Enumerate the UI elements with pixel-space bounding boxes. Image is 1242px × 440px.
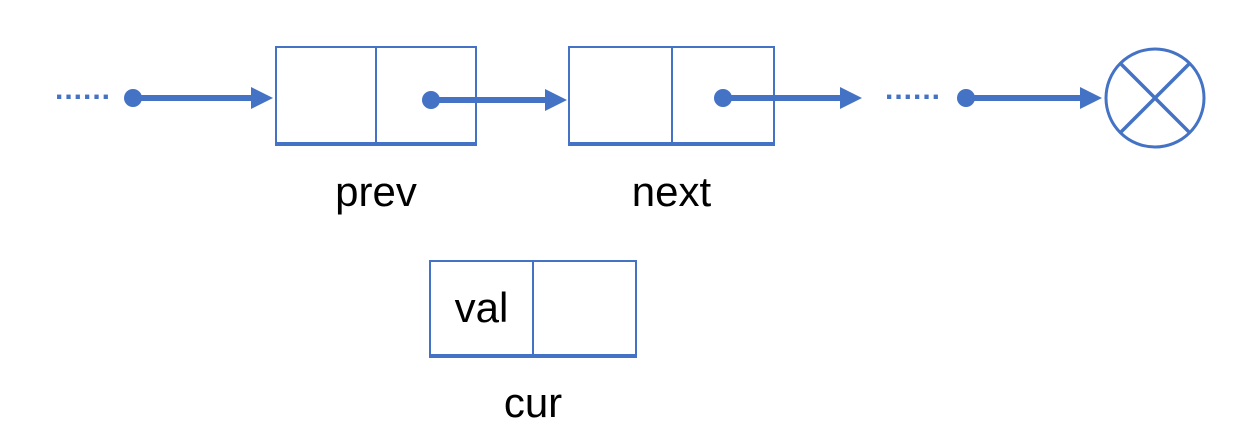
node-box-prev (275, 46, 477, 146)
arrowhead-icon (251, 87, 273, 109)
arrow-shaft (431, 97, 546, 103)
arrow-shaft (723, 95, 841, 101)
arrowhead-icon (545, 89, 567, 111)
left-ellipsis: ...... (55, 73, 112, 106)
node-prev-cell-left (277, 48, 377, 142)
arrowhead-icon (840, 87, 862, 109)
pointer-dot (957, 89, 975, 107)
pointer-dot (124, 89, 142, 107)
arrow-shaft (136, 95, 252, 101)
mid-ellipsis: ...... (885, 73, 942, 106)
null-terminator-icon (1104, 47, 1206, 149)
label-prev: prev (335, 168, 417, 215)
node-next-cell-left (570, 48, 673, 142)
arrow-shaft (966, 95, 1081, 101)
node-cur-cell-val: val (431, 262, 534, 354)
label-cur: cur (503, 379, 563, 426)
label-next: next (631, 168, 712, 215)
pointer-dot (714, 89, 732, 107)
arrowhead-icon (1080, 87, 1102, 109)
pointer-dot (422, 91, 440, 109)
node-box-cur: val (429, 260, 637, 358)
node-cur-cell-right (534, 262, 635, 354)
